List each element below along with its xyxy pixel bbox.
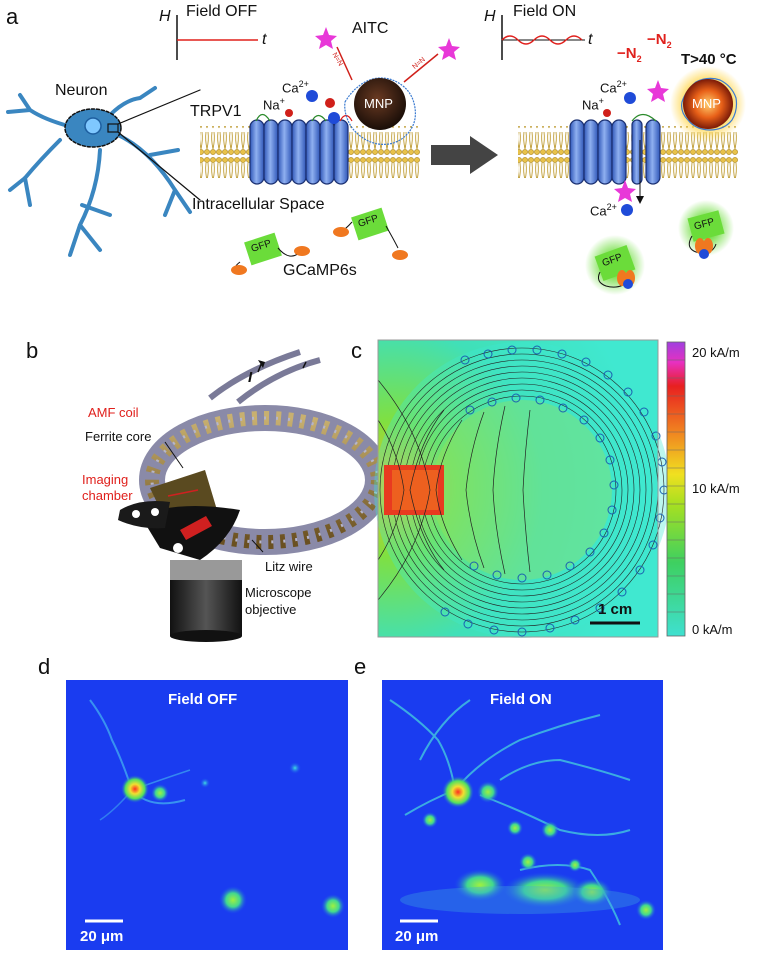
litz-wire-label: Litz wire [265, 559, 313, 574]
amf-coil-device [118, 349, 391, 642]
axis-h-label: H [159, 8, 171, 25]
ferrite-core-label: Ferrite core [85, 429, 152, 444]
neuron-illustration [6, 86, 201, 257]
aitc-bound [614, 180, 636, 202]
ca-ion-influx [621, 204, 633, 216]
micrograph-field-off [66, 680, 348, 950]
ca-ion [624, 92, 636, 104]
imaging-chamber-label: Imaging [82, 472, 129, 487]
scale-1cm-label: 1 cm [598, 601, 633, 618]
objective-label: objective [245, 602, 297, 617]
na-label: Na+ [582, 96, 604, 113]
panel-label-a: a [6, 4, 19, 29]
axis-h-label-on: H [484, 8, 496, 25]
n2-label: −N2 [617, 45, 642, 64]
micrograph-field-on [382, 680, 663, 950]
field-on-title: Field ON [490, 691, 552, 708]
field-on-label: Field ON [513, 3, 577, 20]
aitc-label: AITC [352, 20, 389, 37]
mnp-particle [315, 27, 460, 145]
temperature-label: T>40 °C [681, 51, 737, 68]
colorbar-min-label: 0 kA/m [692, 622, 733, 637]
colorbar-mid-label: 10 kA/m [692, 481, 740, 496]
colorbar-max-label: 20 kA/m [692, 345, 740, 360]
mnp-label: MNP [692, 96, 721, 111]
colorbar [666, 341, 686, 637]
aitc-released [647, 80, 669, 102]
panel-label-c: c [351, 338, 362, 363]
gcamp-sensor-left [231, 207, 408, 275]
scale-20um-label: 20 μm [80, 928, 124, 945]
mnp-particle-heated [670, 66, 746, 142]
field-simulation [374, 339, 670, 638]
field-off-title: Field OFF [168, 691, 238, 708]
n2-label: −N2 [647, 31, 672, 50]
ca-label: Ca2+ [590, 202, 617, 219]
amf-coil-label: AMF coil [88, 405, 139, 420]
ca-label: Ca2+ [600, 79, 627, 96]
field-off-plot [176, 15, 258, 60]
transition-arrow [431, 136, 498, 174]
na-ion [325, 98, 335, 108]
trpv1-channel-open [569, 113, 661, 204]
panel-label-d: d [38, 654, 51, 679]
neuron-label: Neuron [55, 82, 108, 99]
ca-ion [328, 112, 340, 124]
scale-20um-label-e: 20 μm [395, 928, 439, 945]
gcamp-sensor-active [585, 200, 734, 295]
axis-t-label-on: t [588, 31, 593, 48]
intracellular-label: Intracellular Space [192, 196, 325, 213]
panel-label-b: b [26, 338, 39, 363]
mnp-label: MNP [364, 96, 393, 111]
trpv1-label: TRPV1 [190, 103, 242, 120]
na-label: Na+ [263, 96, 285, 113]
current-label: I [248, 369, 253, 386]
field-off-label: Field OFF [186, 3, 258, 20]
gcamp-label: GCaMP6s [283, 262, 357, 279]
panel-label-e: e [354, 654, 367, 679]
na-ion [603, 109, 611, 117]
na-ion [285, 109, 293, 117]
ca-label: Ca2+ [282, 79, 309, 96]
trpv1-channel-closed [249, 113, 353, 185]
microscope-label: Microscope [245, 585, 312, 600]
axis-t-label: t [262, 31, 267, 48]
imaging-chamber-label-2: chamber [82, 488, 133, 503]
field-on-plot [501, 15, 585, 60]
ca-ion [306, 90, 318, 102]
